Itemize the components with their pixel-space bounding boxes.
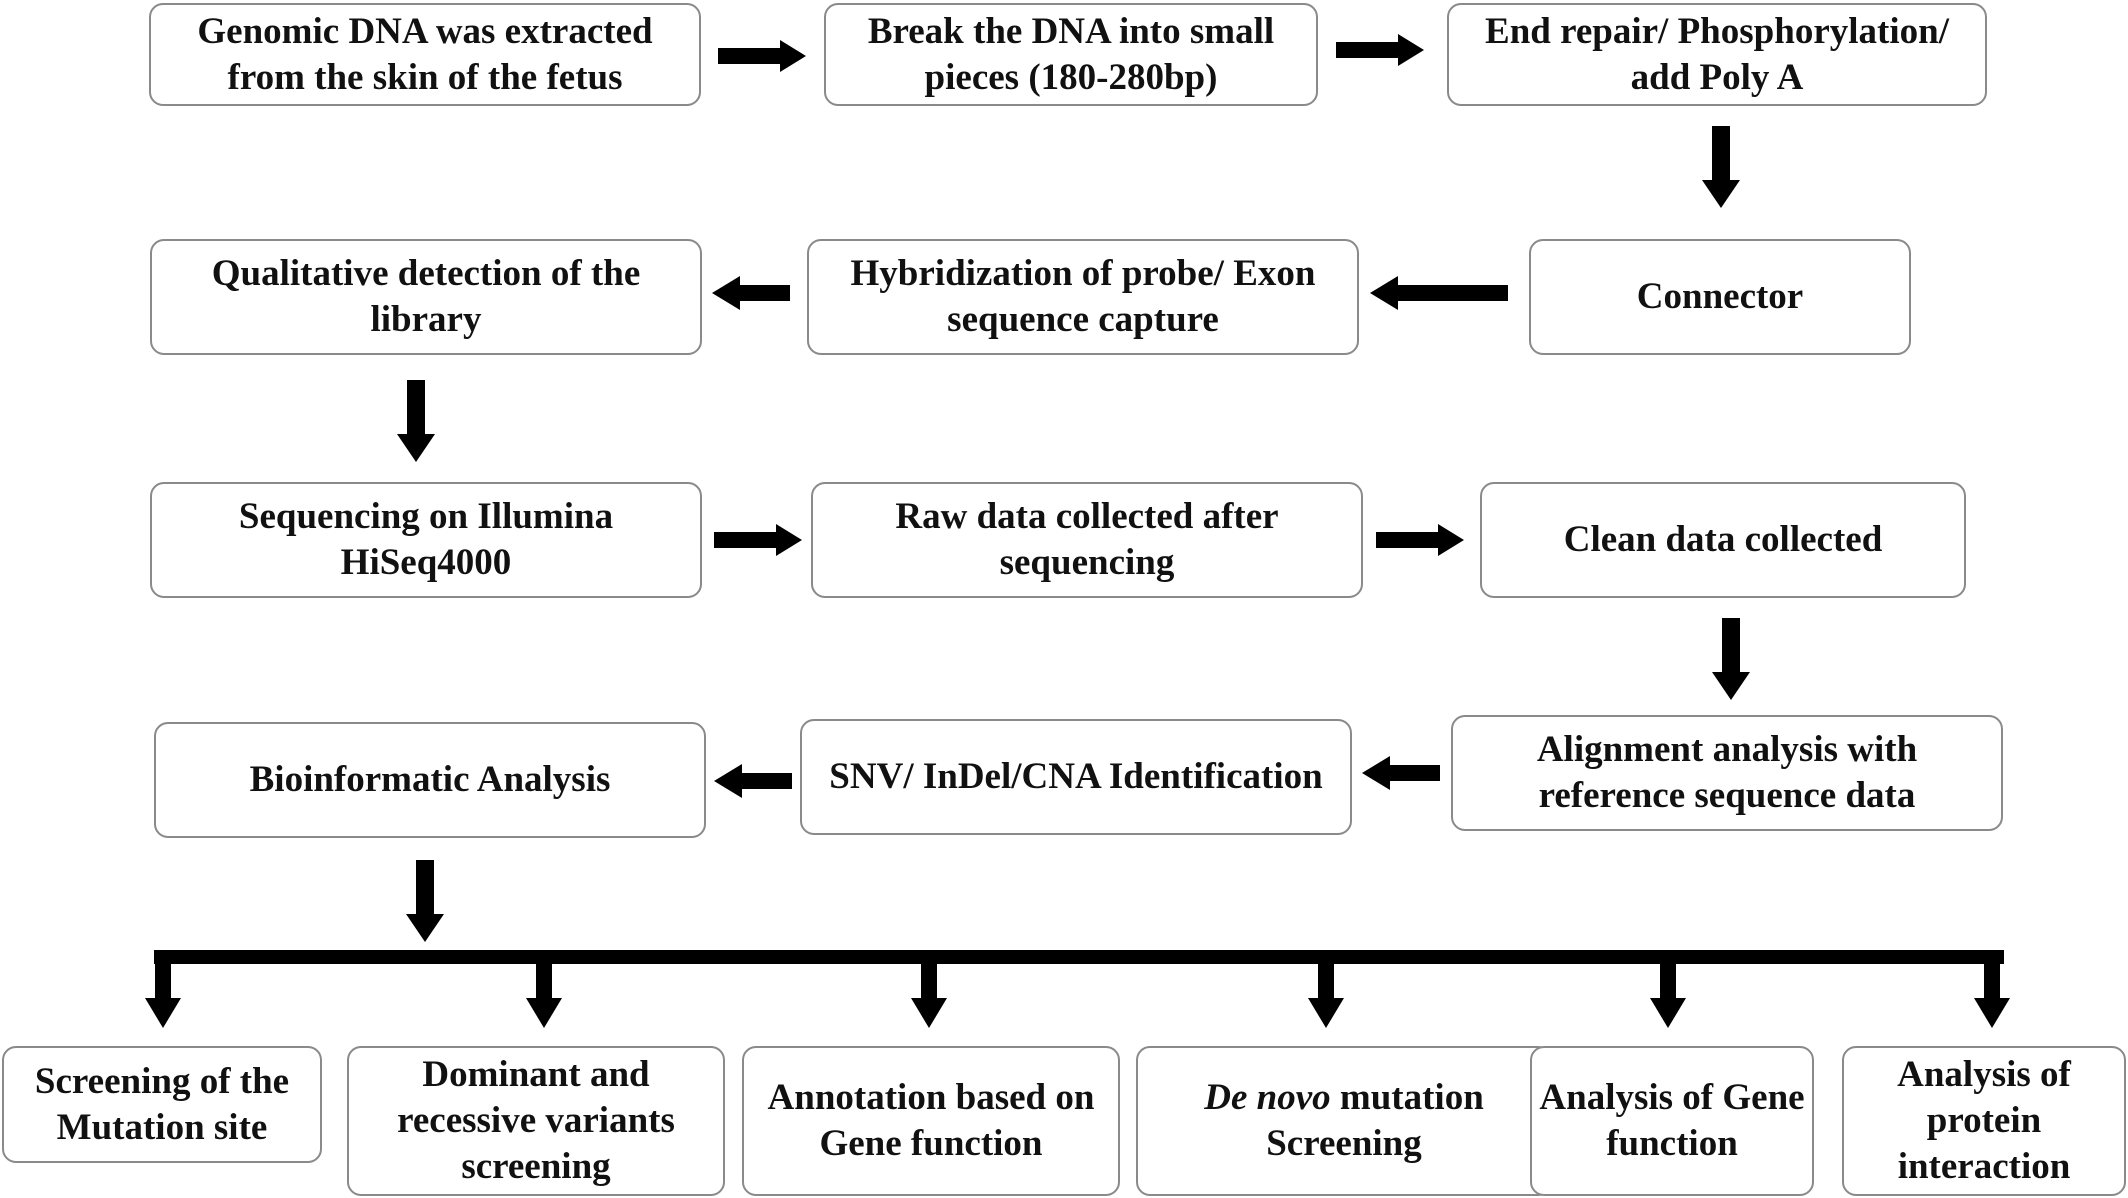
output-gene-function-analysis-label: Analysis of Gene function (1539, 1077, 1805, 1164)
branch-bar (154, 950, 2004, 964)
arrow-snv-to-bioinformatic (714, 764, 792, 798)
arrow-endrepair-to-connector (1702, 126, 1740, 208)
step-sequencing-label: Sequencing on Illumina HiSeq4000 (238, 496, 614, 583)
output-gene-function-analysis: Analysis of Gene function (1530, 1046, 1814, 1196)
step-end-repair-label: End repair/ Phosphorylation/ add Poly A (1485, 10, 1949, 98)
step-bioinformatic-analysis: Bioinformatic Analysis (154, 722, 706, 838)
output-screening-mutation: Screening of the Mutation site (2, 1046, 322, 1163)
output-de-novo-screening: De novo mutation Screening (1136, 1046, 1552, 1196)
step-alignment-analysis: Alignment analysis with reference sequen… (1451, 715, 2003, 831)
output-de-novo-screening-label: De novo mutation Screening (1144, 1075, 1544, 1167)
step-hybridization: Hybridization of probe/ Exon sequence ca… (807, 239, 1359, 355)
step-end-repair: End repair/ Phosphorylation/ add Poly A (1447, 3, 1987, 106)
arrow-clean-to-alignment (1712, 618, 1750, 700)
branch-arrow-5 (1650, 955, 1686, 1028)
branch-arrow-6 (1974, 955, 2010, 1028)
output-de-novo-rest: mutation Screening (1266, 1077, 1484, 1164)
step-break-dna-label: Break the DNA into small pieces (180-280… (867, 10, 1275, 98)
branch-arrow-4 (1308, 955, 1344, 1028)
step-sequencing: Sequencing on Illumina HiSeq4000 (150, 482, 702, 598)
step-extract-dna-label: Genomic DNA was extracted from the skin … (197, 10, 653, 98)
arrow-raw-to-clean (1376, 524, 1464, 556)
step-snv-identification-label: SNV/ InDel/CNA Identification (829, 756, 1323, 797)
step-bioinformatic-analysis-label: Bioinformatic Analysis (249, 759, 611, 800)
step-hybridization-label: Hybridization of probe/ Exon sequence ca… (850, 253, 1316, 340)
arrow-connector-to-hybridization (1370, 276, 1508, 310)
step-break-dna: Break the DNA into small pieces (180-280… (824, 3, 1318, 106)
step-qualitative-detection-label: Qualitative detection of the library (211, 253, 641, 340)
arrow-hybridization-to-qualitative (712, 276, 790, 310)
branch-arrow-2 (526, 955, 562, 1028)
step-clean-data-label: Clean data collected (1563, 519, 1883, 560)
output-de-novo-italic: De novo (1204, 1077, 1331, 1118)
output-dominant-recessive-label: Dominant and recessive variants screenin… (397, 1054, 675, 1187)
arrow-break-to-endrepair (1336, 34, 1424, 66)
step-raw-data-label: Raw data collected after sequencing (895, 496, 1279, 583)
step-connector-label: Connector (1636, 276, 1804, 317)
step-clean-data: Clean data collected (1480, 482, 1966, 598)
output-dominant-recessive: Dominant and recessive variants screenin… (347, 1046, 725, 1196)
arrow-sequencing-to-raw (714, 524, 802, 556)
step-qualitative-detection: Qualitative detection of the library (150, 239, 702, 355)
branch-arrow-1 (145, 955, 181, 1028)
arrow-qualitative-to-sequencing (397, 380, 435, 462)
output-annotation-gene-function: Annotation based on Gene function (742, 1046, 1120, 1196)
step-extract-dna: Genomic DNA was extracted from the skin … (149, 3, 701, 106)
step-connector: Connector (1529, 239, 1911, 355)
output-screening-mutation-label: Screening of the Mutation site (34, 1060, 290, 1148)
step-snv-identification: SNV/ InDel/CNA Identification (800, 719, 1352, 835)
output-annotation-gene-function-label: Annotation based on Gene function (767, 1077, 1095, 1164)
output-protein-interaction-label: Analysis of protein interaction (1897, 1054, 2071, 1187)
output-protein-interaction: Analysis of protein interaction (1842, 1046, 2126, 1196)
arrow-alignment-to-snv (1362, 756, 1440, 790)
step-raw-data: Raw data collected after sequencing (811, 482, 1363, 598)
arrow-extract-to-break (718, 40, 806, 72)
step-alignment-analysis-label: Alignment analysis with reference sequen… (1536, 729, 1918, 816)
branch-arrow-3 (911, 955, 947, 1028)
arrow-bioinformatic-to-branch (406, 860, 444, 942)
